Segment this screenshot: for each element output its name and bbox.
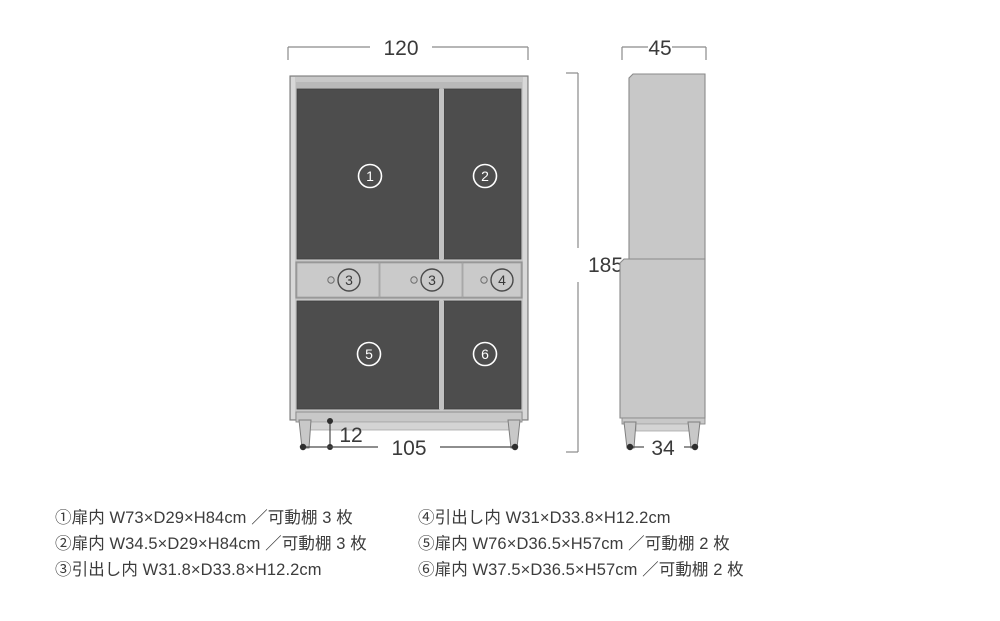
side-upper-section [628,73,706,260]
callout-3a: 3 [337,268,361,292]
legend-item-3: ③引出し内 W31.8×D33.8×H12.2cm [55,561,322,579]
side-depth-label: 45 [648,37,671,60]
callout-6-label: 6 [481,346,489,362]
upper-left-door[interactable] [296,88,440,260]
callout-4-label: 4 [498,272,506,288]
callout-3b-label: 3 [428,272,436,288]
drawer-right[interactable] [462,262,522,298]
base-depth-label: 34 [651,437,675,460]
legend-item-5: ⑤扉内 W76×D36.5×H57cm ／可動棚 2 枚 [418,535,730,553]
callout-5: 5 [356,341,382,367]
upper-right-door[interactable] [443,88,522,260]
front-width-dimension: 120 [287,37,529,60]
side-base-and-legs [621,417,706,449]
front-height-dimension: 185 [566,72,623,453]
front-right-leg [507,419,521,449]
front-height-label: 185 [588,254,623,277]
callout-2: 2 [472,163,498,189]
side-depth-dimension: 45 [621,37,707,60]
legend-right-column: ④引出し内 W31×D33.8×H12.2cm ⑤扉内 W76×D36.5×H5… [418,505,744,583]
base-depth-dimension: 34 [626,437,699,460]
legend-item-2: ②扉内 W34.5×D29×H84cm ／可動棚 3 枚 [55,535,367,553]
drawer-center-knob-icon [410,276,418,284]
drawer-right-knob-icon [480,276,488,284]
callout-4: 4 [490,268,514,292]
lower-left-door[interactable] [296,300,440,410]
callout-5-label: 5 [365,346,373,362]
front-width-label: 120 [383,37,418,60]
legend-item-4: ④引出し内 W31×D33.8×H12.2cm [418,509,671,527]
drawer-band: 3 3 4 [295,261,523,299]
base-width-label: 105 [391,437,426,460]
legend-item-1: ①扉内 W73×D29×H84cm ／可動棚 3 枚 [55,509,353,527]
side-left-leg [623,421,637,449]
drawer-left-knob-icon [327,276,335,284]
legend-left-column: ①扉内 W73×D29×H84cm ／可動棚 3 枚 ②扉内 W34.5×D29… [55,505,367,583]
lower-doors: 5 6 [296,300,522,410]
front-base-and-legs [295,411,523,449]
base-width-dimension: 105 [299,437,519,460]
callout-3b: 3 [420,268,444,292]
toe-height-label: 12 [339,424,362,447]
callout-2-label: 2 [481,168,489,184]
legend-item-6: ⑥扉内 W37.5×D36.5×H57cm ／可動棚 2 枚 [418,561,744,579]
callout-3a-label: 3 [345,272,353,288]
callout-6: 6 [472,341,498,367]
legend: ①扉内 W73×D29×H84cm ／可動棚 3 枚 ②扉内 W34.5×D29… [0,505,1000,605]
callout-1-label: 1 [366,168,374,184]
upper-doors: 1 2 [296,88,522,260]
callout-1: 1 [357,163,383,189]
lower-right-door[interactable] [443,300,522,410]
front-left-leg [298,419,312,449]
side-lower-section [619,258,706,419]
